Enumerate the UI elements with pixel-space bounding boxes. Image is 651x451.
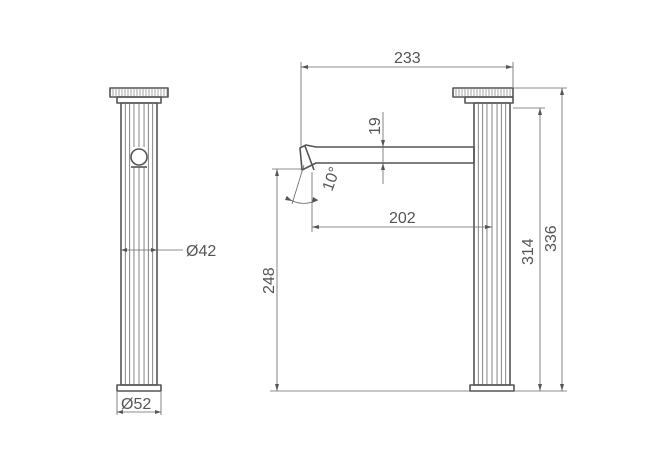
front-view-knurling bbox=[455, 89, 511, 96]
base-diameter-label: Ø52 bbox=[121, 396, 151, 413]
spout-height-label: 248 bbox=[261, 267, 278, 294]
side-view-flutes bbox=[124, 103, 154, 385]
spout-reach-dimension: 202 bbox=[311, 172, 492, 232]
side-view bbox=[109, 87, 169, 392]
body-height-dimension: 314 bbox=[513, 107, 567, 392]
base-diameter-dimension: Ø52 bbox=[116, 392, 162, 415]
body-height-label: 314 bbox=[520, 238, 537, 265]
spout bbox=[299, 144, 475, 171]
overall-reach-dimension: 233 bbox=[300, 50, 514, 148]
spout-offset-dimension: 19 bbox=[367, 112, 385, 184]
side-view-knurling bbox=[112, 89, 168, 96]
overall-reach-label: 233 bbox=[394, 50, 421, 67]
spout-angle-label: 10° bbox=[320, 165, 344, 194]
side-view-base bbox=[116, 384, 162, 392]
spout-angle-dimension: 10° bbox=[285, 165, 344, 205]
front-view-base bbox=[469, 384, 515, 392]
body-diameter-dimension: Ø42 bbox=[121, 243, 216, 260]
body-diameter-label: Ø42 bbox=[186, 243, 216, 260]
front-view-flutes bbox=[477, 103, 507, 385]
front-view-body bbox=[473, 102, 511, 386]
overall-height-dimension: 336 bbox=[513, 87, 567, 391]
side-view-body bbox=[120, 102, 158, 386]
overall-height-label: 336 bbox=[543, 225, 560, 252]
side-view-handle-cap bbox=[109, 87, 169, 104]
spout-offset-label: 19 bbox=[367, 117, 384, 135]
front-view bbox=[299, 87, 515, 392]
spout-height-dimension: 248 bbox=[261, 168, 470, 392]
side-view-aerator bbox=[130, 148, 148, 168]
spout-reach-label: 202 bbox=[389, 210, 416, 227]
front-view-handle-cap bbox=[452, 87, 514, 104]
